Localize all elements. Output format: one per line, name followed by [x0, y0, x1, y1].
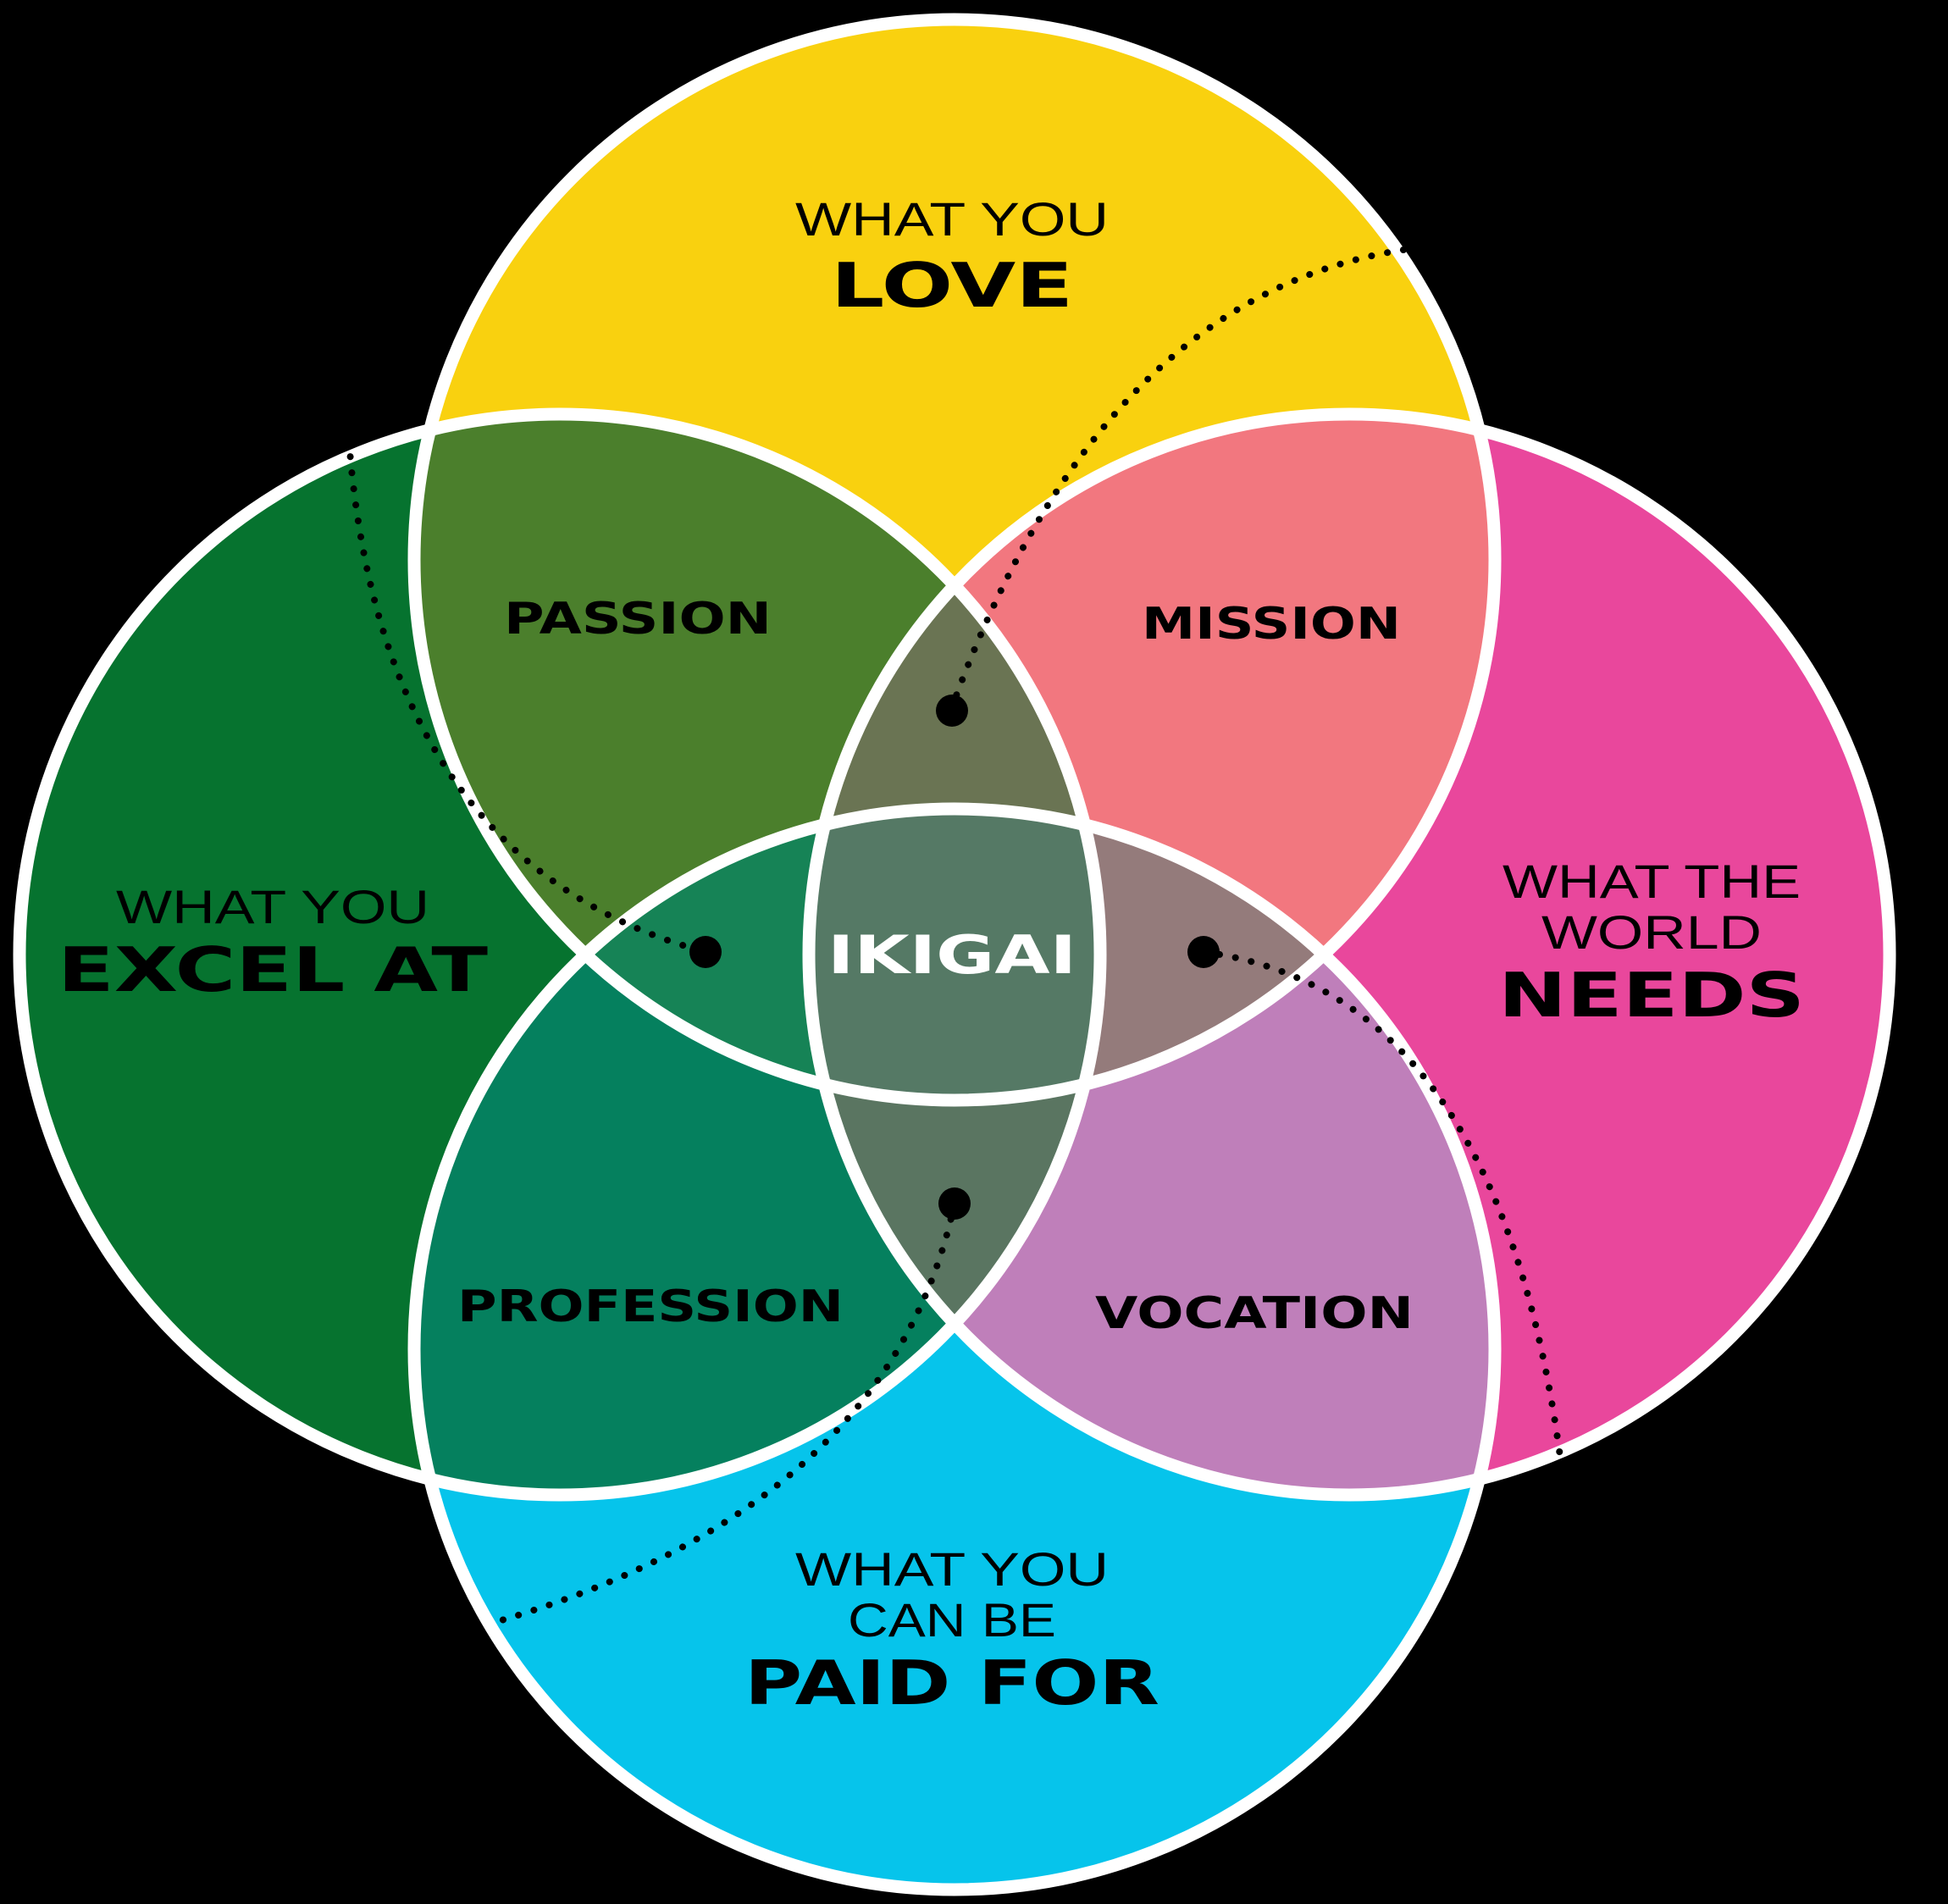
needs-label-line3: NEEDS	[1498, 960, 1805, 1031]
dot-marker-icon	[1187, 936, 1220, 968]
intersection-labels: PASSION MISSION PROFESSION VOCATION IKIG…	[457, 594, 1414, 1339]
needs-label-line1: WHAT THE	[1503, 855, 1801, 908]
excel-label-line1: WHAT YOU	[116, 880, 429, 933]
outline-excel	[13, 407, 1107, 1502]
love-label-line2: LOVE	[831, 250, 1073, 321]
excel-label-line2: EXCEL AT	[58, 934, 488, 1005]
dot-marker-icon	[936, 695, 968, 727]
ikigai-label: IKIGAI	[827, 924, 1076, 986]
circle-outlines	[13, 13, 1896, 1896]
vocation-label: VOCATION	[1095, 1288, 1414, 1339]
love-label-line1: WHAT YOU	[795, 192, 1109, 246]
paid-label-line1: WHAT YOU	[795, 1542, 1109, 1596]
dot-marker-icon	[689, 936, 722, 968]
mission-label: MISSION	[1142, 599, 1401, 650]
profession-label: PROFESSION	[457, 1281, 844, 1332]
needs-label-line2: WORLD	[1541, 905, 1762, 959]
circle-labels: WHAT YOU LOVE WHAT YOU EXCEL AT WHAT THE…	[58, 192, 1805, 1719]
paid-label-line3: PAID FOR	[744, 1647, 1159, 1719]
passion-label: PASSION	[504, 594, 772, 645]
dot-marker-icon	[938, 1187, 971, 1220]
outline-needs	[802, 407, 1896, 1502]
dotted-arcs	[346, 246, 1564, 1626]
paid-label-line2: CAN BE	[848, 1593, 1056, 1647]
outline-love	[407, 13, 1502, 1107]
dotted-arc-needs	[1200, 949, 1564, 1466]
dotted-arc-excel	[346, 437, 709, 955]
outline-paid	[407, 802, 1502, 1896]
